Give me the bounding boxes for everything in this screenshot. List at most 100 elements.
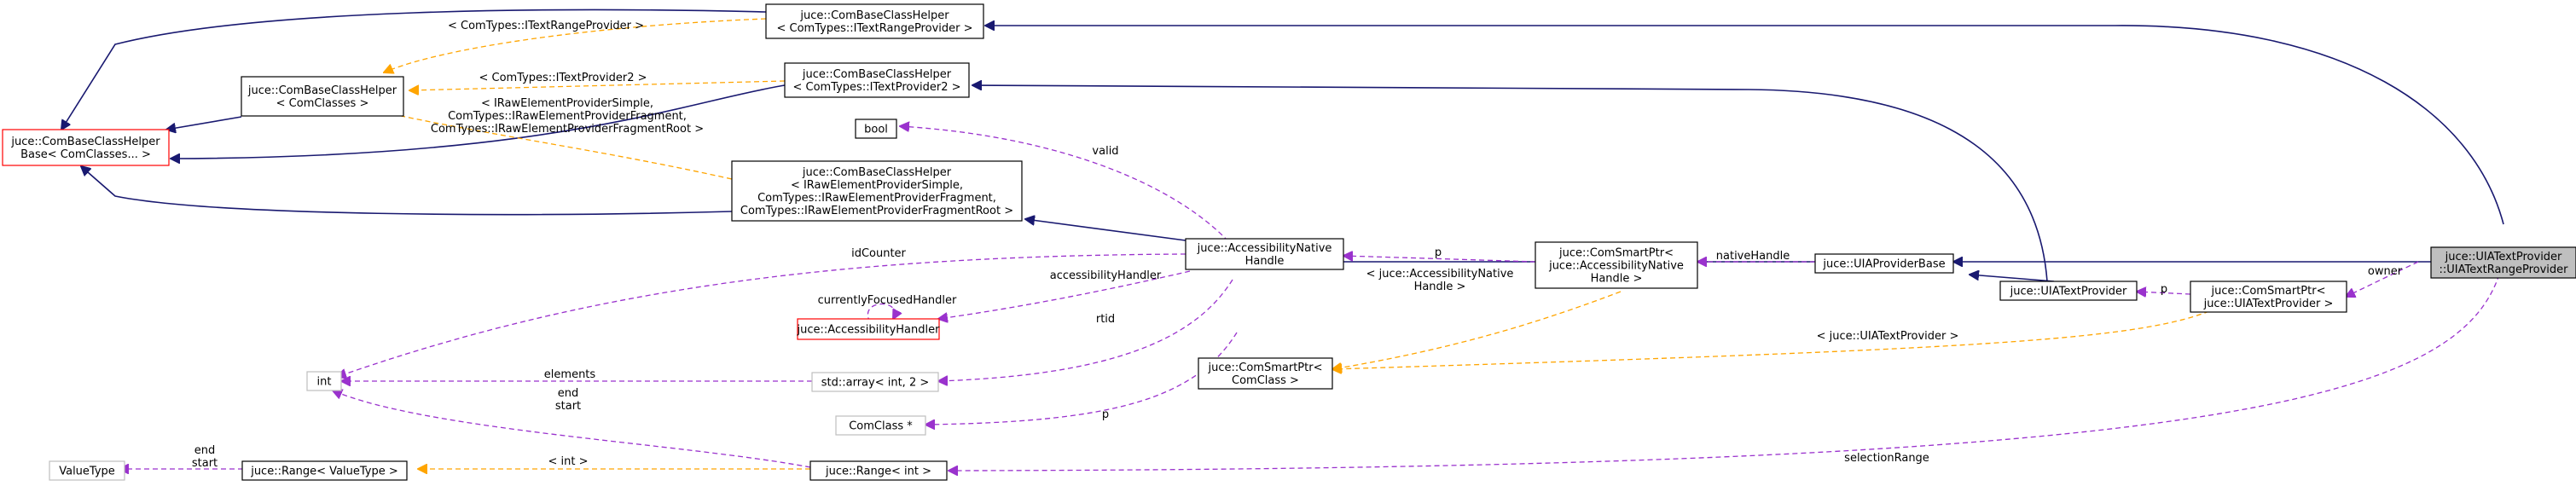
node-range-valuetype[interactable]: juce::Range< ValueType > <box>241 460 408 481</box>
node-range-int[interactable]: juce::Range< int > <box>809 460 948 481</box>
edge-inherit-handle-helper-irawelement <box>1025 219 1186 241</box>
node-uiaproviderbase[interactable]: juce::UIAProviderBase <box>1814 253 1954 274</box>
node-helper-itextrangeprovider[interactable]: juce::ComBaseClassHelper< ComTypes::ITex… <box>765 3 984 39</box>
node-label-line: int <box>317 376 332 389</box>
node-uiatextprovider[interactable]: juce::UIATextProvider <box>1999 281 2138 301</box>
edge-use-rtid <box>938 279 1233 381</box>
edge-use-p-accessibility <box>1343 256 1536 263</box>
edge-label-line: < juce::UIATextProvider > <box>1817 330 1959 343</box>
node-label-line: juce::AccessibilityHandler <box>797 324 941 337</box>
node-label-line: juce::ComBaseClassHelper <box>247 84 397 97</box>
node-label-line: ComTypes::IRawElementProviderFragmentRoo… <box>740 205 1013 217</box>
edge-use-p-comclass <box>925 332 1238 425</box>
edge-label-line: end <box>194 444 216 457</box>
edge-label-idcounter: idCounter <box>851 247 906 260</box>
edge-label-elements: elements <box>544 368 596 381</box>
edge-label-line: currentlyFocusedHandler <box>818 294 957 307</box>
edge-label-line: accessibilityHandler <box>1050 269 1162 282</box>
edge-label-line: elements <box>544 368 596 381</box>
node-label-line: Handle > <box>1591 273 1643 286</box>
edge-use-idcounter <box>337 253 1186 377</box>
edge-label-line: start <box>192 457 218 470</box>
node-comsmartptr-comclass[interactable]: juce::ComSmartPtr<ComClass > <box>1198 357 1333 390</box>
node-helper-itextprovider2[interactable]: juce::ComBaseClassHelper< ComTypes::ITex… <box>784 62 970 98</box>
node-label-line: juce::Range< int > <box>825 466 931 478</box>
edge-label-line: start <box>555 400 581 413</box>
node-std-array[interactable]: std::array< int, 2 > <box>811 372 939 392</box>
edge-inherit-helper-itextprovider2-base <box>171 84 786 159</box>
edge-inherit-helper-irawelement-base <box>81 166 733 216</box>
edge-label-line: idCounter <box>851 247 906 260</box>
edge-use-currently-focused <box>867 303 895 323</box>
node-label-line: < ComClasses > <box>276 97 369 110</box>
edge-label-p-text-provider: p <box>2161 283 2167 296</box>
edge-label-line: valid <box>1092 145 1118 158</box>
edge-label-p-accessibility: p <box>1435 246 1442 259</box>
node-bool[interactable]: bool <box>855 119 897 139</box>
node-label-line: ComTypes::IRawElementProviderFragment, <box>757 192 996 205</box>
node-valuetype[interactable]: ValueType <box>49 460 125 481</box>
edge-label-line: end <box>558 387 579 400</box>
edge-tmpl-helper-irawelement <box>368 109 733 180</box>
node-label-line: juce::Range< ValueType > <box>250 466 398 478</box>
edge-label-line: < ComTypes::ITextProvider2 > <box>479 72 647 84</box>
edge-label-valid: valid <box>1092 145 1118 158</box>
node-label-line: juce::UIAProviderBase <box>1822 258 1945 271</box>
edge-use-owner <box>2346 261 2419 297</box>
node-comsmartptr-accessibility[interactable]: juce::ComSmartPtr<juce::AccessibilityNat… <box>1535 241 1698 289</box>
node-label-line: ValueType <box>59 466 115 478</box>
edge-tmpl-helper-itextprovider2 <box>409 80 786 90</box>
edge-inherit-helper-itextrangeprovider-base <box>61 9 767 130</box>
edge-label-tmpl-itextprovider2: < ComTypes::ITextProvider2 > <box>479 72 647 84</box>
edge-label-native-handle: nativeHandle <box>1716 250 1790 263</box>
node-accessibility-handler[interactable]: juce::AccessibilityHandler <box>797 318 941 340</box>
edge-label-tmpl-int: < int > <box>548 455 589 468</box>
edge-label-tmpl-irawelement: < IRawElementProviderSimple,ComTypes::IR… <box>431 97 704 136</box>
edge-tmpl-helper-itextrangeprovider <box>384 18 767 72</box>
edge-label-selection-range: selectionRange <box>1844 452 1929 465</box>
node-label-line: juce::ComSmartPtr< <box>2211 285 2326 298</box>
node-label-line: std::array< int, 2 > <box>821 377 930 390</box>
edge-label-line: owner <box>2368 265 2403 278</box>
node-label-line: < ComTypes::ITextProvider2 > <box>792 81 960 94</box>
edge-label-line: Handle > <box>1414 281 1466 293</box>
edges <box>61 9 2504 472</box>
node-label-line: Base< ComClasses... > <box>20 148 151 161</box>
node-int[interactable]: int <box>306 371 342 391</box>
edge-label-rtid: rtid <box>1096 313 1115 326</box>
edge-tmpl-smartptr-uiatextprovider <box>1332 310 2210 369</box>
node-label-line: < ComTypes::ITextRangeProvider > <box>777 22 973 35</box>
edge-label-line: p <box>1435 246 1442 259</box>
edge-use-accessibility-handler <box>938 270 1191 319</box>
edge-use-end-start-int <box>333 391 811 468</box>
node-comclass-ptr[interactable]: ComClass * <box>835 415 926 436</box>
node-label-line: Handle <box>1245 255 1285 268</box>
node-label-line: juce::UIATextProvider <box>2445 251 2562 263</box>
nodes: juce::UIATextProvider::UIATextRangeProvi… <box>2 3 2576 481</box>
node-label-line: juce::ComBaseClassHelper <box>802 166 952 179</box>
node-label-line: ComClass > <box>1232 374 1299 387</box>
edge-label-line: ComTypes::IRawElementProviderFragment, <box>448 110 687 123</box>
node-label-line: juce::ComBaseClassHelper <box>10 136 160 148</box>
node-helper-irawelement[interactable]: juce::ComBaseClassHelper< IRawElementPro… <box>731 160 1023 222</box>
edge-label-line: < ComTypes::ITextRangeProvider > <box>448 20 644 32</box>
edge-use-valid <box>900 126 1229 242</box>
edge-label-line: < juce::AccessibilityNative <box>1366 268 1514 281</box>
edge-label-line: p <box>1102 408 1109 421</box>
node-comsmartptr-uiatextprovider[interactable]: juce::ComSmartPtr<juce::UIATextProvider … <box>2190 281 2347 313</box>
node-label-line: juce::UIATextProvider > <box>2203 298 2334 310</box>
edge-label-line: < int > <box>548 455 589 468</box>
edge-label-line: < IRawElementProviderSimple, <box>481 97 653 110</box>
edge-use-p-text-provider <box>2137 292 2191 294</box>
edge-label-p-comclass: p <box>1102 408 1109 421</box>
node-helper-comclasses[interactable]: juce::ComBaseClassHelper< ComClasses > <box>241 76 404 117</box>
edge-labels: < ComTypes::ITextRangeProvider > < ComTy… <box>192 20 2403 470</box>
node-label-line: juce::AccessibilityNative <box>1197 242 1332 255</box>
node-uiatextrangeprovider[interactable]: juce::UIATextProvider::UIATextRangeProvi… <box>2430 246 2576 279</box>
